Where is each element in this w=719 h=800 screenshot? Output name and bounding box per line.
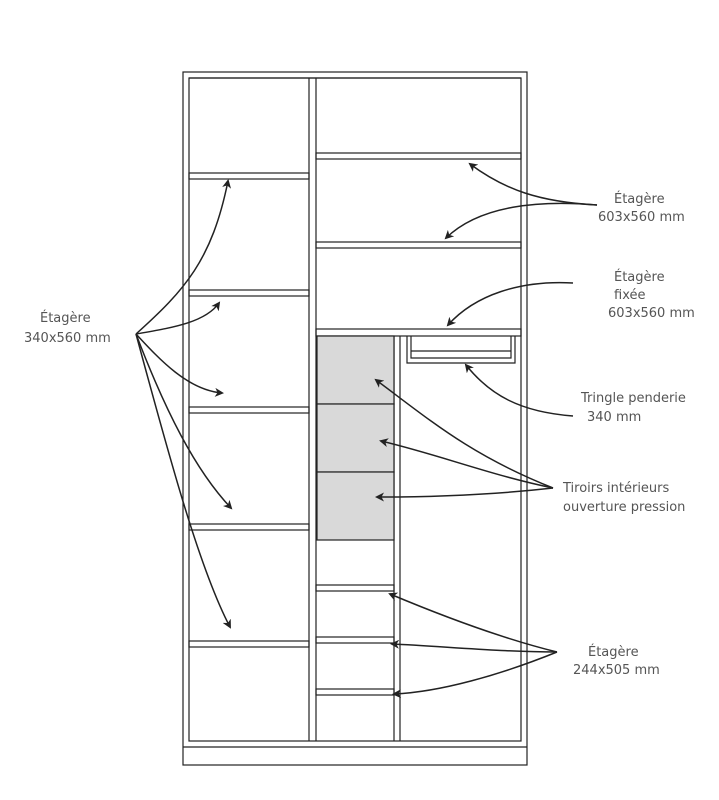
label-shelf-340: Étagère 340x560 mm (24, 310, 111, 346)
left-column-shelves (188, 172, 310, 648)
label-drawers: Tiroirs intérieurs ouverture pression (562, 481, 685, 515)
small-shelf-3 (315, 688, 395, 696)
arrow-drawer-2 (379, 438, 554, 489)
svg-text:244x505 mm: 244x505 mm (573, 663, 660, 678)
interior-drawers (316, 335, 395, 541)
arrow-shelf-603-1 (468, 162, 598, 206)
label-shelf-244: Étagère 244x505 mm (573, 644, 660, 678)
hanging-rail (406, 336, 516, 364)
left-shelf-5 (188, 640, 310, 648)
drawer-2 (316, 403, 395, 473)
drawer-1 (316, 335, 395, 405)
right-column-shelves (315, 152, 522, 337)
arrow-shelf-244-1 (388, 592, 558, 653)
svg-text:340 mm: 340 mm (587, 410, 641, 425)
svg-text:603x560 mm: 603x560 mm (598, 210, 685, 225)
small-shelf-1 (315, 584, 395, 592)
arrow-drawer-1 (374, 378, 554, 489)
svg-text:Tiroirs intérieurs: Tiroirs intérieurs (562, 481, 670, 496)
arrow-drawer-3 (375, 487, 554, 502)
arrow-shelf-340-5 (135, 333, 231, 629)
svg-text:fixée: fixée (614, 288, 645, 303)
right-shelf-2 (315, 241, 522, 249)
arrow-shelf-340-1 (135, 179, 232, 335)
right-fixed-shelf (315, 328, 522, 337)
arrow-shelf-603-2 (444, 202, 598, 240)
svg-text:340x560 mm: 340x560 mm (24, 331, 111, 346)
label-shelf-603: Étagère 603x560 mm (598, 191, 685, 225)
svg-text:Tringle penderie: Tringle penderie (580, 391, 686, 406)
svg-text:Étagère: Étagère (588, 644, 639, 660)
svg-text:Étagère: Étagère (614, 191, 665, 207)
svg-text:Étagère: Étagère (614, 269, 665, 285)
arrow-shelf-244-2 (390, 639, 558, 653)
svg-text:603x560 mm: 603x560 mm (608, 306, 695, 321)
small-shelf-2 (315, 636, 395, 644)
svg-text:ouverture pression: ouverture pression (563, 500, 685, 515)
label-hanging-rail: Tringle penderie 340 mm (580, 391, 686, 425)
label-shelf-fixed: Étagère fixée 603x560 mm (608, 269, 695, 321)
arrow-shelf-fixed (446, 281, 574, 327)
arrow-shelf-340-3 (135, 333, 224, 397)
left-shelf-4 (188, 523, 310, 531)
arrow-shelf-244-3 (392, 651, 558, 699)
left-shelf-2 (188, 289, 310, 297)
drawer-3 (316, 471, 395, 541)
arrow-shelf-340-2 (135, 301, 221, 335)
arrow-hanging-rail (464, 363, 574, 417)
arrow-shelf-340-4 (135, 333, 233, 510)
left-shelf-3 (188, 406, 310, 414)
svg-text:Étagère: Étagère (40, 310, 91, 326)
leader-arrows (135, 162, 598, 699)
small-shelves (315, 584, 395, 696)
right-shelf-1 (315, 152, 522, 160)
left-shelf-1 (188, 172, 310, 180)
